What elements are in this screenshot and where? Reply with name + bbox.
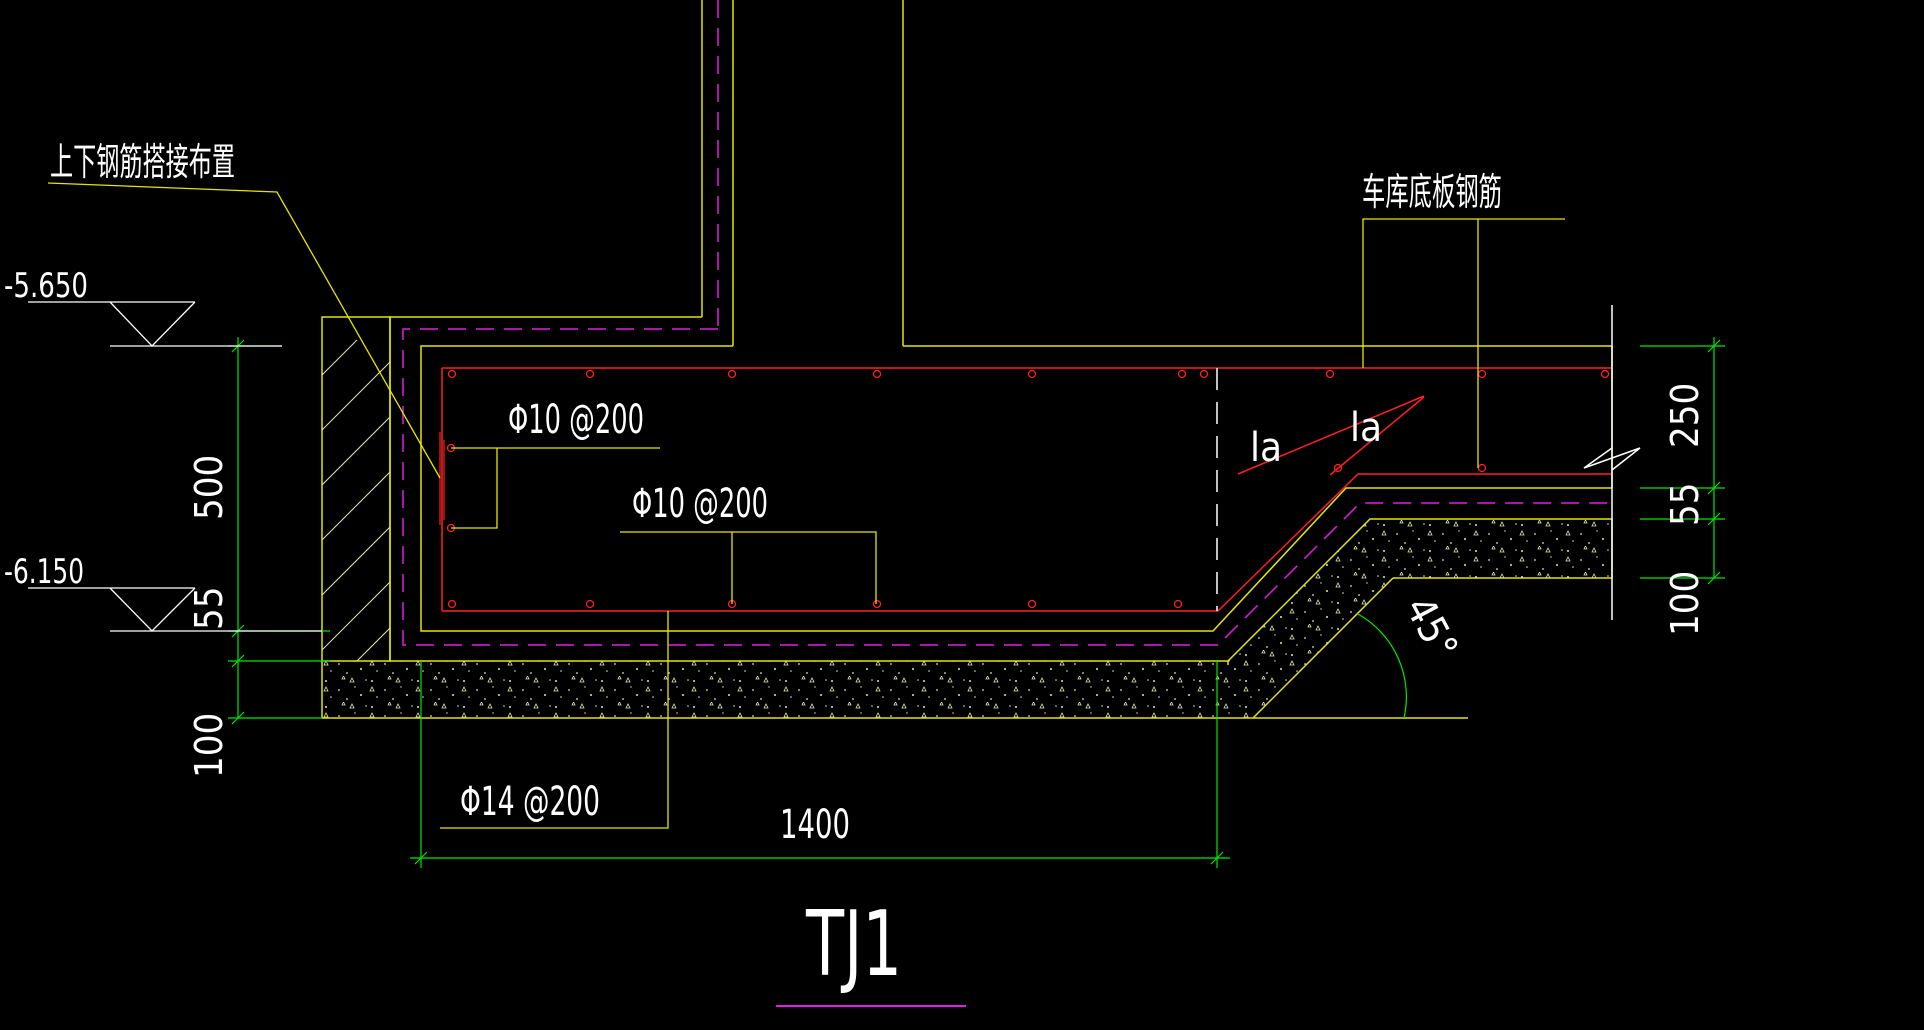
garage-slab-label: 车库底板钢筋 [1362,170,1502,214]
rebar-bottom-label: Φ14 @200 [460,779,600,825]
drawing-title: TJ1 [805,892,902,997]
wall-above [701,0,904,346]
wall-waterproof-layer [402,0,1612,646]
dimension-left-pad: 100 [187,713,231,778]
leader-lines [47,182,1565,829]
concrete-pad [322,519,1612,718]
footing-outline [321,316,1613,719]
brick-hatch [321,339,391,662]
lap-bars [439,432,445,525]
rebar-side-label: Φ10 @200 [508,397,644,443]
dimension-lines [228,337,1725,868]
lap-arrangement-label: 上下钢筋搭接布置 [50,140,235,184]
dimension-right-cover: 55 [1663,483,1707,527]
rebar-top-label: Φ10 @200 [632,481,768,527]
dimension-right-pad: 100 [1663,571,1707,636]
dimension-left-cover: 55 [187,587,231,631]
anchor-la-label-2: la [1350,405,1382,451]
level-top-label: -5.650 [4,266,88,306]
anchor-la-label-1: la [1250,425,1282,471]
level-symbols [28,301,322,632]
dimension-right-slab: 250 [1663,383,1707,448]
level-bottom-label: -6.150 [4,552,84,592]
dimension-width: 1400 [780,802,850,848]
dimension-left-height: 500 [187,455,231,520]
rebar-dots [446,369,1610,609]
rebar-cage [441,367,1612,612]
angle-label: 45° [1396,589,1467,667]
